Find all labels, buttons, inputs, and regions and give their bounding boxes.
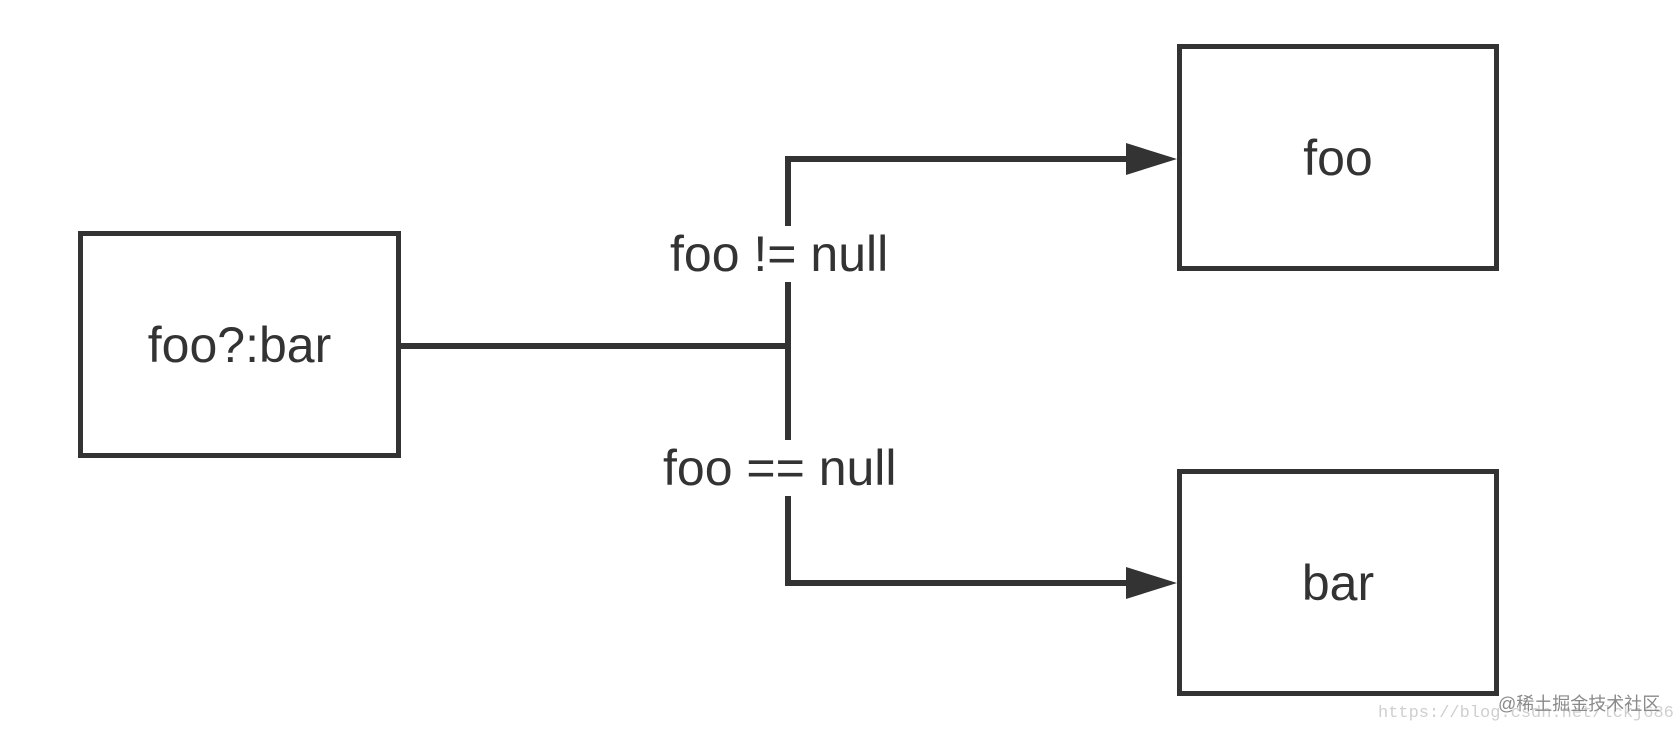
node-foo-label: foo (1303, 129, 1373, 186)
edge-label-is-null: foo == null (659, 440, 901, 496)
node-source-elvis: foo?:bar (78, 231, 401, 458)
node-source-label: foo?:bar (147, 316, 332, 373)
arrowhead-to-bar (1126, 567, 1177, 599)
node-result-bar: bar (1177, 469, 1499, 696)
node-bar-label: bar (1301, 554, 1375, 611)
watermark-brand: @稀土掘金技术社区 (1498, 694, 1661, 714)
watermark-url: https://blog.csdn.net/lckj686 (1378, 704, 1674, 723)
node-result-foo: foo (1177, 44, 1499, 271)
edge-label-not-null: foo != null (666, 226, 893, 282)
arrowhead-to-foo (1126, 143, 1177, 175)
